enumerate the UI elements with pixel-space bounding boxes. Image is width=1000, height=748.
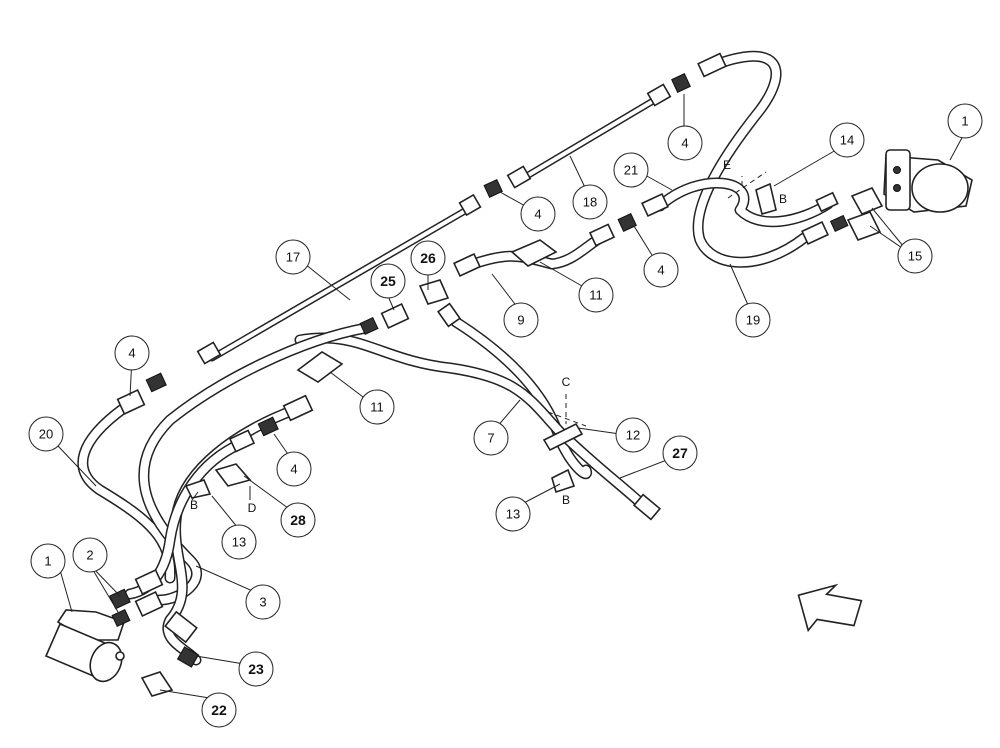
callout-20: 20 [28, 416, 64, 452]
svg-text:15: 15 [908, 249, 922, 264]
callout-21: 21 [613, 152, 649, 188]
callout-4-mid: 4 [276, 451, 312, 487]
fittings [109, 52, 884, 697]
callout-26: 26 [410, 240, 446, 276]
bracket-13-mid [551, 468, 576, 494]
svg-text:20: 20 [39, 427, 53, 442]
svg-text:4: 4 [290, 462, 297, 477]
callout-27: 27 [662, 435, 698, 471]
hose-19 [692, 50, 810, 268]
callout-4-right: 4 [643, 252, 679, 288]
clamp-14 [755, 182, 777, 215]
hose-3 [138, 322, 372, 606]
clamp-12 [542, 422, 584, 452]
bracket-13-left [184, 479, 212, 499]
motor-left [44, 609, 126, 683]
label-e: E [723, 158, 731, 172]
hose-27 [294, 332, 650, 512]
svg-text:14: 14 [840, 133, 854, 148]
callout-19: 19 [735, 302, 771, 338]
callout-15: 15 [897, 238, 933, 274]
callout-2: 2 [72, 537, 108, 573]
svg-text:11: 11 [589, 288, 603, 303]
callout-7: 7 [473, 420, 509, 456]
clamp-11-left [296, 351, 344, 383]
callout-12: 12 [615, 417, 651, 453]
svg-text:13: 13 [506, 507, 520, 522]
callout-4-top1: 4 [520, 196, 556, 232]
callout-23: 23 [238, 651, 274, 687]
callout-28: 28 [280, 502, 316, 538]
hose-9 [456, 232, 606, 274]
svg-text:27: 27 [672, 445, 688, 461]
label-b-left: B [190, 498, 198, 512]
svg-text:2: 2 [86, 548, 93, 563]
svg-text:4: 4 [657, 263, 664, 278]
callout-13-left: 13 [221, 524, 257, 560]
callout-13-mid: 13 [495, 496, 531, 532]
callout-18: 18 [572, 184, 608, 220]
svg-text:22: 22 [211, 702, 227, 718]
label-b-right: B [779, 192, 787, 206]
callout-22: 22 [201, 692, 237, 728]
svg-text:21: 21 [624, 163, 638, 178]
clamp-11-mid [510, 239, 558, 267]
svg-text:12: 12 [626, 428, 640, 443]
callout-11-left: 11 [359, 389, 395, 425]
svg-text:1: 1 [961, 114, 968, 129]
svg-text:4: 4 [681, 136, 688, 151]
callout-4-top2: 4 [667, 125, 703, 161]
svg-text:4: 4 [128, 346, 135, 361]
svg-text:7: 7 [487, 431, 494, 446]
callout-9: 9 [503, 302, 539, 338]
callout-4-left: 4 [114, 335, 150, 371]
callout-3: 3 [245, 584, 281, 620]
svg-text:28: 28 [290, 512, 306, 528]
direction-arrow-icon [797, 583, 863, 633]
svg-text:26: 26 [420, 250, 436, 266]
bracket-28 [214, 463, 252, 487]
label-b-mid: B [562, 493, 570, 507]
svg-text:9: 9 [517, 313, 524, 328]
svg-text:23: 23 [248, 661, 264, 677]
callout-14: 14 [829, 122, 865, 158]
svg-text:11: 11 [370, 400, 384, 415]
svg-text:3: 3 [259, 595, 266, 610]
svg-text:25: 25 [380, 273, 396, 289]
callout-17: 17 [275, 239, 311, 275]
section-marks [547, 171, 767, 427]
tube-17 [196, 193, 482, 365]
svg-text:18: 18 [583, 195, 597, 210]
svg-text:17: 17 [286, 250, 300, 265]
svg-text:1: 1 [44, 554, 51, 569]
callout-1-left: 1 [30, 543, 66, 579]
label-c: C [562, 375, 571, 389]
svg-text:19: 19 [746, 313, 760, 328]
callout-1-right: 1 [947, 103, 983, 139]
callout-11-mid: 11 [578, 277, 614, 313]
callout-25: 25 [370, 263, 406, 299]
svg-text:4: 4 [534, 207, 541, 222]
label-d: D [248, 501, 257, 515]
tube-18 [506, 83, 672, 189]
svg-text:13: 13 [232, 535, 246, 550]
hose-21 [654, 177, 834, 228]
motor-right [883, 149, 973, 213]
